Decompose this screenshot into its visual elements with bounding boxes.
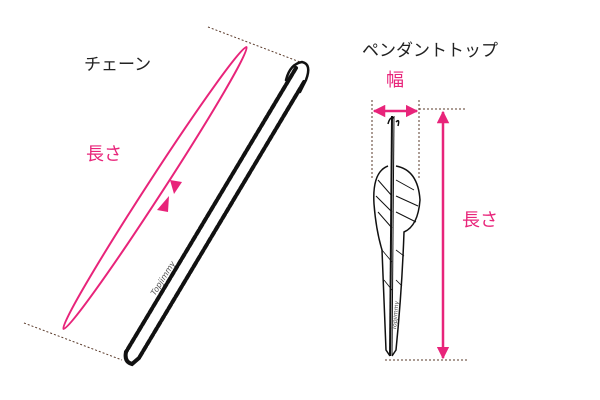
- pendant-width-label: 幅: [386, 70, 404, 91]
- feather-bail-icon: [387, 116, 400, 127]
- chain-illustration: [123, 60, 310, 367]
- chain-arrow-up-icon: [157, 196, 169, 212]
- pendant-length-label: 長さ: [462, 210, 498, 231]
- pendant-brand-mark: Topjimmy: [391, 300, 401, 330]
- pendant-title: ペンダントトップ: [362, 41, 498, 61]
- feather-illustration: [373, 115, 421, 357]
- chain-arrow-down-icon: [170, 180, 182, 194]
- chain-diagram: Topjimmy: [23, 26, 310, 367]
- pendant-diagram: Topjimmy: [371, 100, 467, 361]
- chain-top-guide: [207, 26, 301, 63]
- chain-length-loop: [62, 46, 248, 330]
- chain-bottom-guide: [23, 322, 123, 361]
- chain-length-label: 長さ: [86, 144, 122, 165]
- chain-title: チェーン: [84, 55, 152, 75]
- chain-clasp-icon: [284, 60, 310, 94]
